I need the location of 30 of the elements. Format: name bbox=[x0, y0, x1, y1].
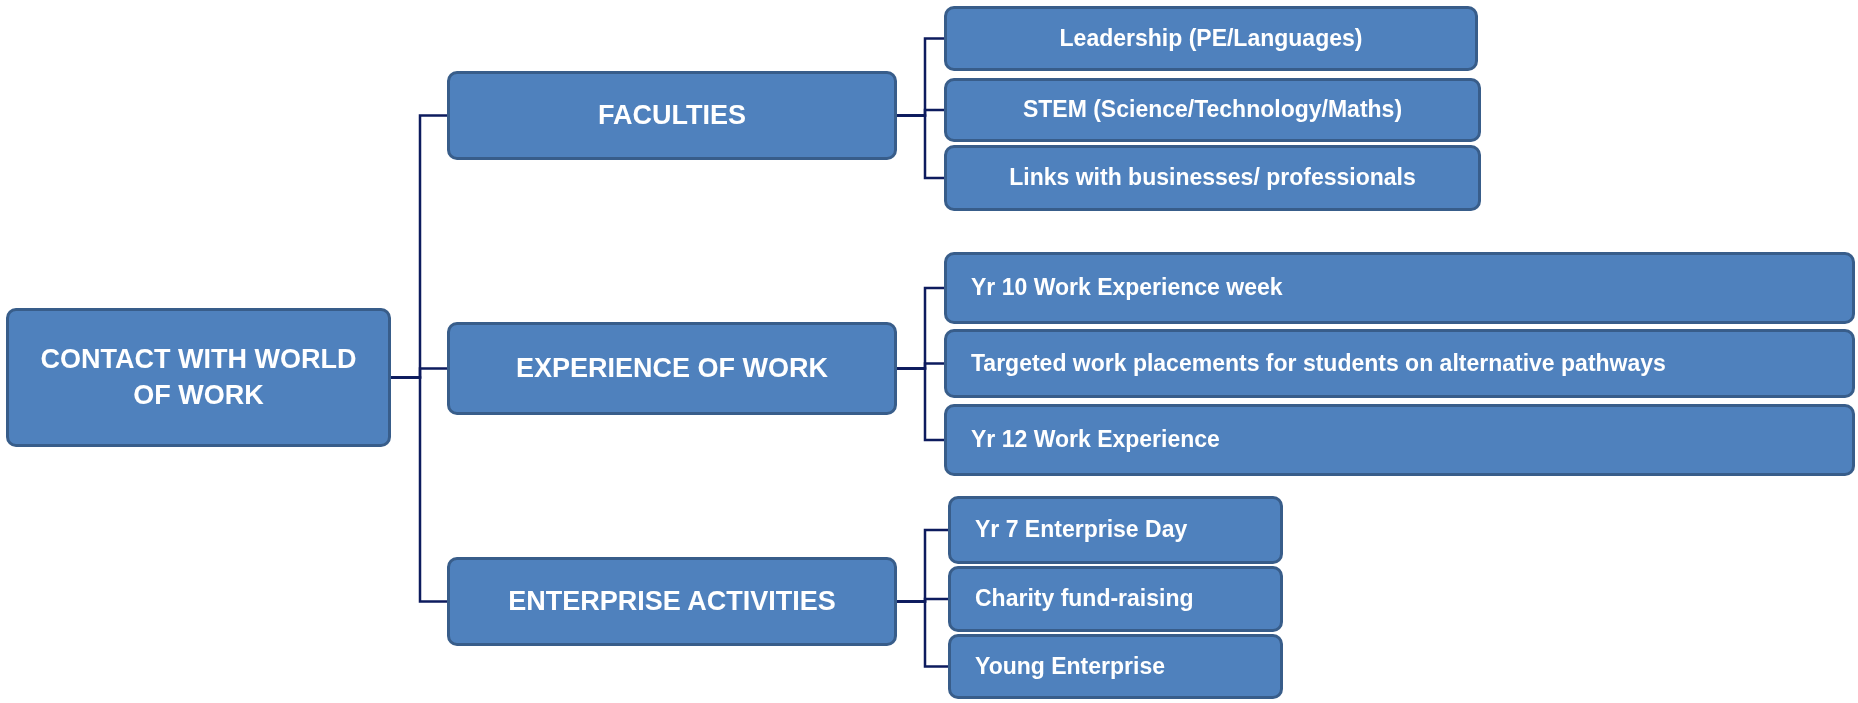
process-box bbox=[447, 322, 897, 415]
process-box bbox=[944, 78, 1481, 142]
process-box bbox=[944, 404, 1855, 476]
box-label: Targeted work placements for students on alternative pathways bbox=[971, 348, 1666, 378]
process-box bbox=[944, 145, 1481, 211]
process-box bbox=[447, 71, 897, 160]
process-box bbox=[948, 496, 1283, 564]
box-label: Leadership (PE/Languages) bbox=[1059, 23, 1363, 53]
box-label: Young Enterprise bbox=[975, 651, 1165, 681]
connector-line bbox=[897, 114, 944, 180]
box-label: Yr 10 Work Experience week bbox=[971, 273, 1283, 303]
box-label: FACULTIES bbox=[598, 98, 746, 132]
process-box bbox=[447, 557, 897, 646]
box-label: Yr 12 Work Experience bbox=[971, 425, 1220, 455]
connector-line bbox=[897, 600, 948, 668]
process-box bbox=[944, 252, 1855, 324]
box-label: Links with businesses/ professionals bbox=[1009, 163, 1416, 193]
process-box bbox=[948, 634, 1283, 699]
connector-line bbox=[897, 367, 944, 442]
box-label: STEM (Science/Technology/Maths) bbox=[1022, 95, 1403, 125]
box-label: EXPERIENCE OF WORK bbox=[516, 351, 828, 385]
box-label: ENTERPRISE ACTIVITIES bbox=[508, 584, 836, 618]
box-label: CONTACT WITH WORLD OF WORK bbox=[39, 343, 358, 412]
box-label: Yr 7 Enterprise Day bbox=[975, 515, 1188, 545]
process-box bbox=[948, 566, 1283, 632]
process-box bbox=[944, 6, 1478, 71]
connector-line bbox=[391, 376, 447, 603]
box-label: Charity fund-raising bbox=[975, 584, 1194, 614]
process-box bbox=[944, 329, 1855, 398]
process-box bbox=[6, 308, 391, 447]
